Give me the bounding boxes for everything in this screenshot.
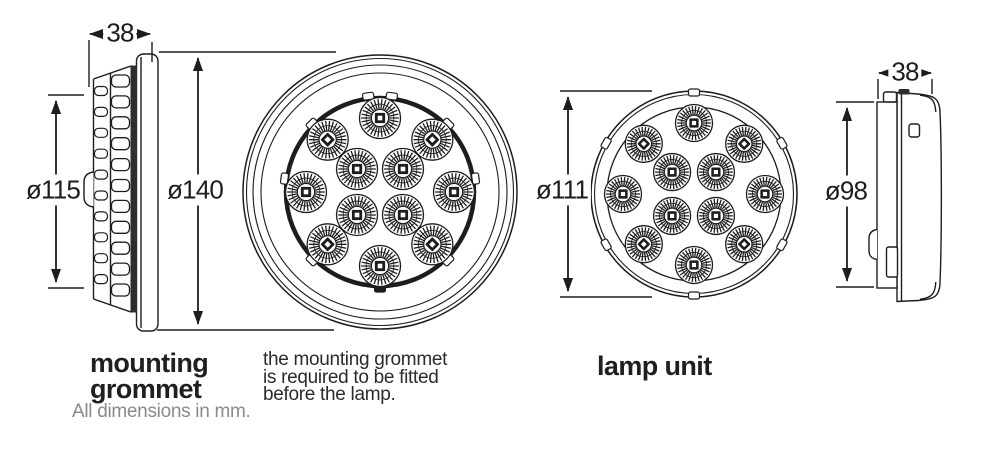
grommet-title-line2: grommet (90, 374, 202, 404)
led-reflector (624, 124, 663, 163)
retaining-tab (687, 88, 701, 97)
grommet-title: mounting grommet (90, 348, 209, 404)
led-reflector (284, 170, 328, 214)
lamp-connector-window (908, 123, 921, 138)
led-reflector (381, 147, 425, 191)
led-reflector (745, 174, 785, 214)
led-reflector (696, 152, 736, 192)
lamp-side-clip (868, 228, 878, 261)
led-reflector (603, 174, 643, 214)
led-reflector (335, 193, 379, 237)
grommet-clip (83, 171, 94, 208)
retaining-tab (361, 91, 375, 101)
lamp-lens-profile (896, 91, 943, 303)
lamp-unit-front-view (590, 88, 798, 300)
retaining-tab (279, 172, 290, 185)
grommet-ribs (93, 74, 131, 297)
lamp-title: lamp unit (597, 351, 712, 381)
led-reflector (432, 170, 476, 214)
retaining-tab (776, 238, 788, 252)
dimension-grommet-depth: 38 (103, 17, 137, 49)
retaining-tab (600, 238, 612, 252)
led-reflector (411, 223, 454, 266)
led-reflector (725, 225, 764, 264)
led-reflector (652, 152, 692, 192)
led-reflector (652, 196, 692, 236)
fitting-note-line1: the mounting grommet (263, 349, 448, 370)
retaining-tab (470, 172, 481, 185)
fitting-note: the mounting grommet is required to be f… (263, 349, 448, 405)
grommet-flange (135, 53, 159, 332)
led-reflector (411, 118, 454, 161)
dimension-lamp-face-diameter: ø111 (532, 174, 592, 206)
led-reflector (381, 193, 425, 237)
retaining-tab (687, 291, 701, 300)
dimension-grommet-outer-diameter: ø115 (22, 174, 84, 206)
fitting-note-line2: is required to be fitted (263, 366, 439, 388)
fitting-note-line3: before the lamp. (263, 384, 396, 405)
grommet-title-line1: mounting (90, 348, 209, 378)
led-reflector (306, 118, 349, 161)
led-reflector (674, 245, 714, 285)
lamp-with-grommet-front-view (242, 54, 518, 330)
retaining-tab (385, 91, 399, 101)
retaining-tab (776, 136, 788, 150)
grommet-side-view (83, 53, 159, 332)
dimension-grommet-flange-diameter: ø140 (163, 174, 227, 206)
led-reflector (674, 103, 714, 143)
grommet-seat-strip (130, 65, 137, 313)
lamp-unit-side-view (868, 89, 943, 303)
units-note: All dimensions in mm. (72, 401, 251, 422)
led-reflector (624, 225, 663, 264)
led-reflector (358, 96, 402, 140)
led-reflector (358, 244, 402, 288)
led-reflector (335, 147, 379, 191)
lamp-lens-nub (898, 89, 910, 95)
led-reflector (696, 196, 736, 236)
led-reflector (725, 124, 764, 163)
retaining-tab (600, 136, 612, 150)
lamp-top-tab (882, 91, 898, 103)
dimension-lamp-body-diameter: ø98 (821, 175, 871, 207)
dimension-lamp-depth: 38 (888, 56, 922, 88)
led-reflector (306, 223, 349, 266)
lamp-fixing-block (885, 246, 899, 278)
